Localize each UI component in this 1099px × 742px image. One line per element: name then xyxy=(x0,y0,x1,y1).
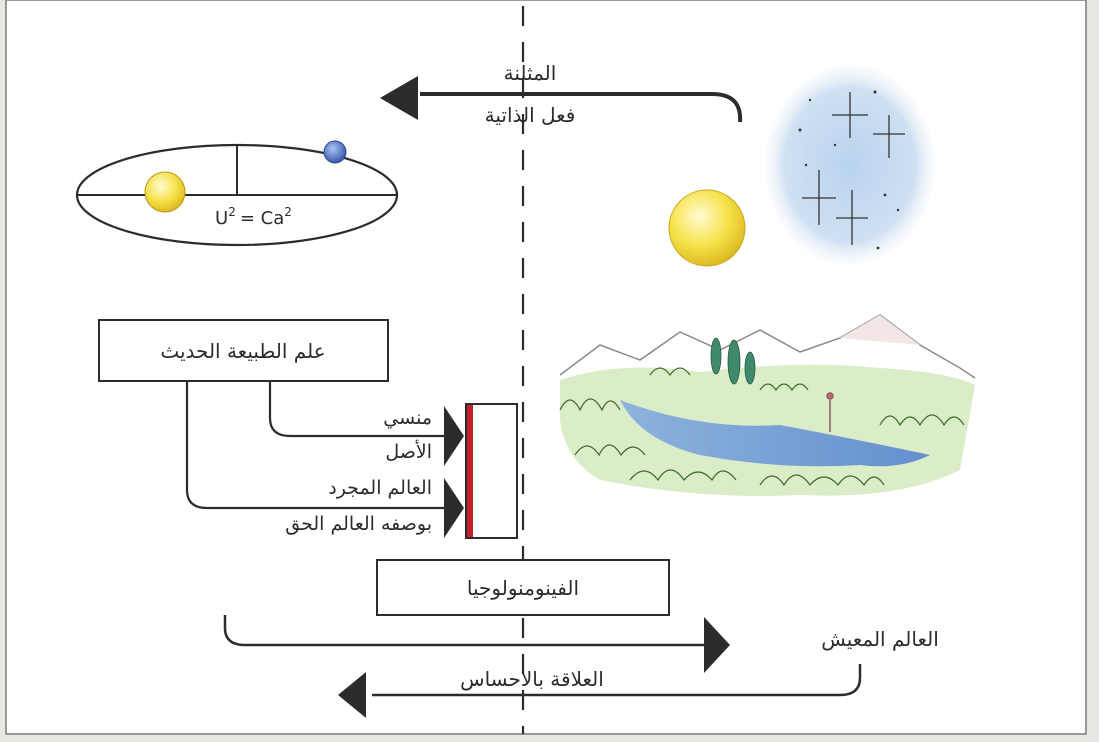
sun-icon xyxy=(668,189,746,267)
barrier-red-strip xyxy=(467,405,473,537)
label-forgotten: منسي xyxy=(383,407,432,429)
label-origin: الأصل xyxy=(385,440,432,463)
landscape-icon xyxy=(559,314,976,496)
connector-forgotten-line xyxy=(268,381,462,438)
label-triangulation: المثلنة xyxy=(504,61,557,85)
arrowhead-left-icon xyxy=(338,672,366,718)
sensory-relation-arrow-line xyxy=(372,664,862,697)
label-as-true-world: بوصفه العالم الحق xyxy=(285,513,432,535)
label-abstract-world: العالم المجرد xyxy=(328,477,432,499)
orbit-planet-icon xyxy=(323,140,347,164)
modern-science-box xyxy=(98,319,389,382)
label-lived-world: العالم المعيش xyxy=(821,627,939,651)
starry-sky-icon xyxy=(765,65,935,265)
connector-abstract-line xyxy=(185,381,462,510)
barrier-box xyxy=(465,403,518,539)
subjectivity-arrow xyxy=(380,76,743,123)
orbit-model: U2= Ca2 xyxy=(75,140,399,247)
label-sensory-relation: العلاقة بالاحساس xyxy=(460,667,604,691)
label-phenomenology: الفينومنولوجيا xyxy=(467,576,579,600)
phenomenology-arrow-line xyxy=(223,615,708,647)
label-act-of-subjectivity: فعل الذاتية xyxy=(485,103,576,127)
arrowhead-left-icon xyxy=(380,76,418,120)
arrowhead-right-icon xyxy=(704,617,730,673)
phenomenology-box xyxy=(376,559,670,616)
orbit-sun-icon xyxy=(144,171,186,213)
arrowhead-right-icon xyxy=(444,478,464,538)
equation-text: U2= Ca2 xyxy=(215,205,292,229)
label-modern-science: علم الطبيعة الحديث xyxy=(160,339,325,363)
arrowhead-right-icon xyxy=(444,406,464,466)
